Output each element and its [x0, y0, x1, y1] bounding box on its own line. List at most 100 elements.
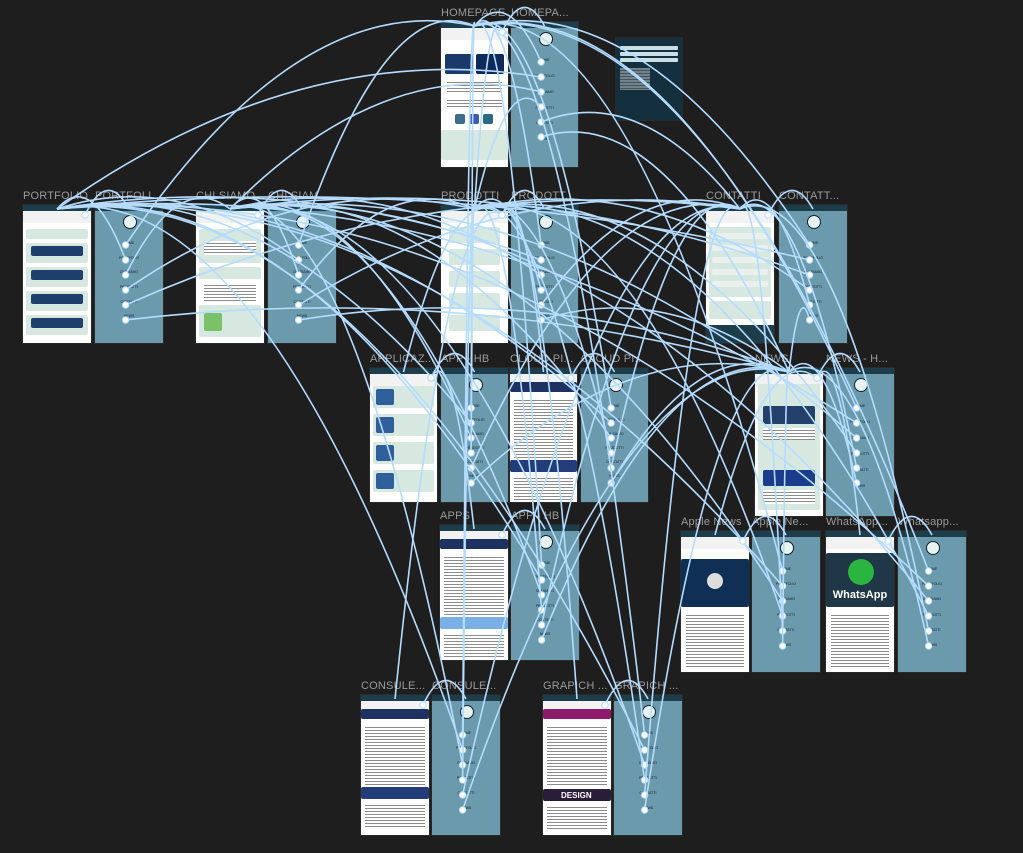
menu-item-chi-siamo[interactable]: CHI SIAMO — [803, 270, 823, 275]
menu-item-home[interactable]: HOME — [539, 241, 550, 245]
frame-cloud[interactable]: CLOUD — [510, 368, 577, 502]
menu-item-chi-siamo[interactable]: CHI SIAMO — [456, 761, 476, 765]
login-field[interactable] — [620, 52, 678, 56]
menu-item-news[interactable]: NEWS — [609, 474, 620, 478]
menu-item-home[interactable]: HOME — [854, 404, 866, 408]
frame-graphic[interactable]: GRAPICH DESIGNDESIGN — [543, 695, 611, 835]
frame-label-whatsapp-hb[interactable]: Whatsapp... — [898, 516, 959, 528]
menu-item-prodotti[interactable]: PRODOTTI — [776, 612, 796, 617]
menu-item-home[interactable]: HOME — [469, 404, 480, 408]
menu-item-home[interactable]: HOME — [780, 567, 792, 571]
frame-apple-news[interactable]: NEWS — [681, 531, 749, 672]
menu-item-chi-siamo[interactable]: CHI SIAMO — [605, 432, 624, 436]
frame-label-consulenza[interactable]: CONSULE... — [361, 680, 426, 692]
menu-item-home[interactable]: HOME — [926, 567, 938, 571]
menu-item-contatti[interactable]: CONTATTI — [804, 299, 822, 304]
menu-item-news[interactable]: NEWS — [460, 806, 472, 810]
menu-item-portfolio[interactable]: PORTFOLIO — [775, 582, 797, 587]
frame-label-contatti[interactable]: CONTATTI — [706, 190, 761, 202]
menu-item-contatti[interactable]: CONTATTI — [536, 299, 553, 304]
menu-item-chi-siamo[interactable]: CHI SIAMO — [535, 270, 554, 275]
frame-chi-siamo[interactable]: CHI SIAMO — [196, 205, 264, 343]
menu-item-portfolio[interactable]: PORTFOLIO — [455, 746, 477, 750]
menu-item-contatti[interactable]: CONTATTI — [536, 617, 554, 622]
menu-item-home[interactable]: HOME — [642, 731, 654, 735]
menu-item-news[interactable]: NEWS — [539, 314, 550, 319]
menu-item-portfolio[interactable]: PORTFOLIO — [637, 746, 659, 750]
menu-item-home[interactable]: HOME — [539, 58, 550, 62]
frame-portfolio[interactable]: PORTFOLIO — [23, 205, 91, 343]
menu-item-home[interactable]: HOME — [123, 241, 135, 245]
frame-label-news-hb[interactable]: NEWS - H... — [826, 353, 889, 365]
menu-item-chi-siamo[interactable]: CHI SIAMO — [292, 270, 312, 275]
frame-applicazioni[interactable]: PRODOTTI — [370, 368, 437, 502]
menu-item-home[interactable]: HOME — [460, 731, 472, 735]
frame-contatti-hb[interactable]: HOME PORTFOLIO CHI SIAMO PRODOTTI CONTATTI NE… — [779, 205, 847, 343]
menu-item-prodotti[interactable]: PRODOTTI — [605, 446, 624, 450]
login-field[interactable] — [620, 46, 678, 50]
menu-item-prodotti[interactable]: PRODOTTI — [803, 285, 823, 289]
menu-item-portfolio[interactable]: PORTFOLIO — [802, 255, 824, 260]
menu-item-news[interactable]: NEWS — [123, 314, 135, 319]
login-field[interactable] — [620, 58, 678, 62]
menu-item-news[interactable]: NEWS — [807, 314, 819, 319]
frame-label-graphic[interactable]: GRAPICH ... — [543, 680, 608, 692]
menu-item-prodotti[interactable]: PRODOTTI — [922, 612, 942, 617]
menu-item-portfolio[interactable]: PORTFOLIO — [291, 255, 313, 260]
frame-homepage[interactable]: HOME — [441, 22, 508, 167]
menu-item-contatti[interactable]: CONTATTI — [639, 791, 657, 795]
frame-label-prodotti[interactable]: PRODOTTI — [441, 190, 500, 202]
menu-item-prodotti[interactable]: PRODOTTI — [535, 603, 555, 608]
frame-prodotti[interactable]: PRODOTTI — [441, 205, 508, 343]
frame-graphic-hb[interactable]: HOME PORTFOLIO CHI SIAMO PRODOTTI CONTATTI NE… — [614, 695, 682, 835]
menu-item-chi-siamo[interactable]: CHI SIAMO — [850, 436, 870, 440]
menu-item-home[interactable]: HOME — [609, 404, 620, 408]
menu-item-prodotti[interactable]: PRODOTTI — [638, 776, 658, 780]
menu-item-portfolio[interactable]: PORTFOLIO — [118, 255, 140, 260]
menu-item-contatti[interactable]: CONTATTI — [923, 627, 941, 632]
menu-item-contatti[interactable]: CONTATTI — [120, 299, 138, 304]
menu-item-portfolio[interactable]: PORTFOLIO — [534, 575, 556, 580]
frame-label-apps[interactable]: APPS — [440, 510, 471, 522]
frame-label-news[interactable]: NEWS — [755, 353, 789, 365]
frame-label-chi-siamo-hb[interactable]: CHI SIAM... — [268, 190, 329, 202]
menu-item-chi-siamo[interactable]: CHI SIAMO — [776, 597, 796, 602]
menu-item-news[interactable]: NEWS — [926, 642, 938, 647]
frame-label-contatti-hb[interactable]: CONTATT... — [779, 190, 840, 202]
menu-item-portfolio[interactable]: PORTFOLIO — [534, 255, 555, 260]
menu-item-home[interactable]: HOME — [807, 241, 819, 245]
menu-item-chi-siamo[interactable]: CHI SIAMO — [638, 761, 658, 765]
frame-label-app-hb-2[interactable]: APP - HB — [511, 510, 560, 522]
menu-item-prodotti[interactable]: PRODOTTI — [292, 285, 312, 289]
frame-label-whatsapp[interactable]: WhatsApp... — [826, 516, 889, 528]
menu-item-contatti[interactable]: CONTATTI — [777, 627, 795, 632]
menu-item-contatti[interactable]: CONTATTI — [466, 460, 483, 464]
menu-item-chi-siamo[interactable]: CHI SIAMO — [535, 589, 555, 594]
menu-item-contatti[interactable]: CONTATTI — [851, 468, 869, 472]
menu-item-news[interactable]: NEWS — [854, 484, 866, 488]
frame-label-cloud[interactable]: CLOUD PI... — [510, 353, 574, 365]
menu-item-news[interactable]: NEWS — [539, 137, 550, 142]
frame-label-apple-hb[interactable]: Apple Ne... — [752, 516, 809, 528]
frame-label-consulenza-hb[interactable]: CONSULE... — [432, 680, 497, 692]
menu-item-prodotti[interactable]: PRODOTTI — [456, 776, 476, 780]
menu-item-home[interactable]: HOME — [539, 561, 551, 565]
menu-item-chi-siamo[interactable]: CHI SIAMO — [922, 597, 942, 602]
frame-label-prodotti-hb[interactable]: PRODOTT... — [511, 190, 575, 202]
menu-item-portfolio[interactable]: PORTFOLIO — [534, 73, 555, 78]
menu-item-portfolio[interactable]: PORTFOLIO — [464, 418, 485, 422]
menu-item-news[interactable]: NEWS — [642, 806, 654, 810]
menu-item-prodotti[interactable]: PRODOTTI — [465, 446, 484, 450]
frame-label-apple-news[interactable]: Apple News — [681, 516, 742, 528]
menu-item-portfolio[interactable]: PORTFOLIO — [604, 418, 625, 422]
menu-item-chi-siamo[interactable]: CHI SIAMO — [535, 89, 554, 94]
frame-label-chi-siamo[interactable]: CHI SIAMO — [196, 190, 256, 202]
frame-label-graphic-hb[interactable]: GRAPICH ... — [614, 680, 679, 692]
